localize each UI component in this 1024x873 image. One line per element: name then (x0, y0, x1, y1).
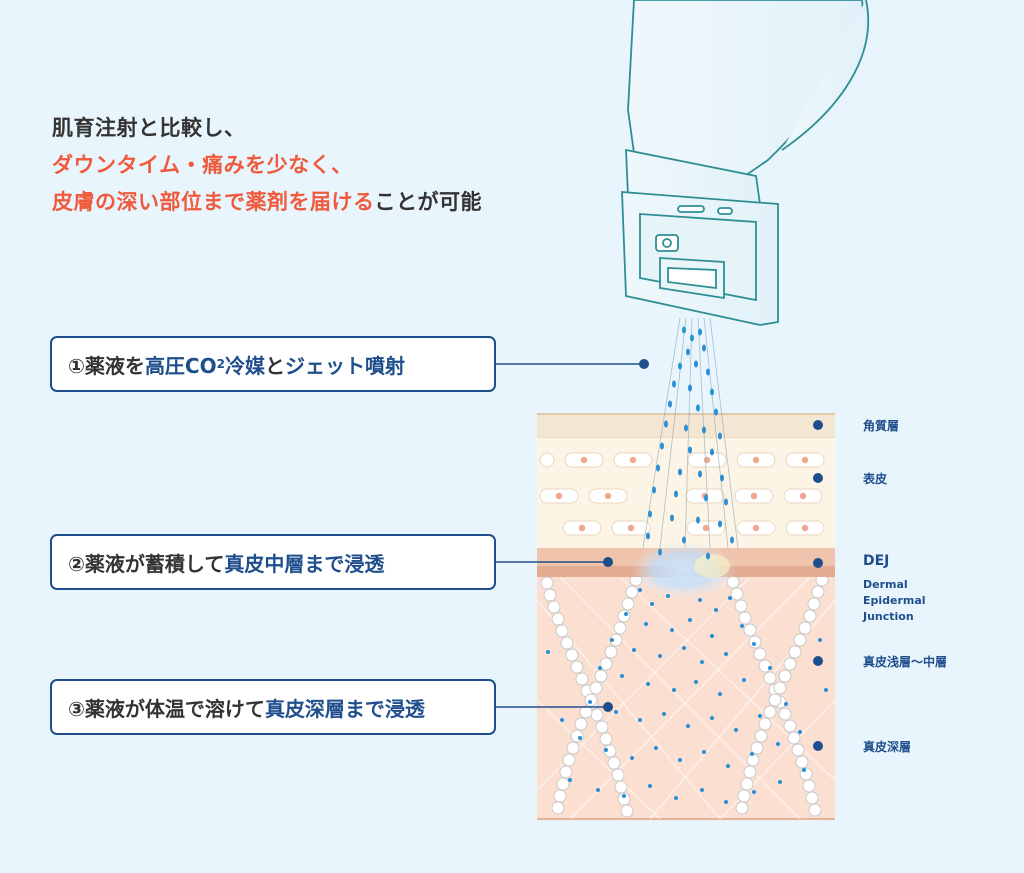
callout-step3: ③薬液が体温で溶けて真皮深層まで浸透 (50, 679, 496, 735)
callout-step1-highlight: 高圧CO (144, 353, 217, 378)
callout-step3-prefix: ③薬液が体温で溶けて (68, 696, 265, 721)
dermis-fibers (537, 577, 835, 819)
epidermis-cells (539, 452, 825, 536)
connectors (496, 359, 823, 751)
label-dej-line1: Dermal (863, 578, 908, 591)
callout-step2: ②薬液が蓄積して真皮中層まで浸透 (50, 534, 496, 590)
label-dej-line2: Epidermal (863, 594, 926, 607)
callout-step2-prefix: ②薬液が蓄積して (68, 551, 225, 576)
label-dej-line3: Junction (863, 610, 914, 623)
label-stratum-corneum: 角質層 (863, 419, 900, 433)
headline-line3: 皮膚の深い部位まで薬剤を届けることが可能 (52, 184, 482, 221)
callout-step1-highlight3: ジェット噴射 (284, 353, 405, 378)
callout-step2-highlight: 真皮中層まで浸透 (224, 551, 385, 576)
callout-step1-subscript: 2 (216, 357, 225, 371)
label-dej-full: Dermal Epidermal Junction (863, 577, 926, 625)
callout-step1-highlight2: 冷媒 (224, 353, 265, 378)
label-dermis-deep: 真皮深層 (863, 740, 912, 754)
callout-step3-highlight: 真皮深層まで浸透 (264, 696, 425, 721)
callout-step1-middle: と (264, 353, 285, 378)
headline-line3-rest: ことが可能 (374, 190, 482, 214)
label-dermis-mid: 真皮浅層〜中層 (863, 655, 948, 669)
skin-layers (537, 413, 835, 820)
headline: 肌育注射と比較し、 ダウンタイム・痛みを少なく、 皮膚の深い部位まで薬剤を届ける… (52, 110, 482, 221)
callout-step1-prefix: ①薬液を (68, 353, 145, 378)
drug-droplets (546, 326, 828, 804)
headline-line3-highlight: 皮膚の深い部位まで薬剤を届ける (52, 190, 375, 214)
label-dej: DEJ (863, 553, 890, 569)
injector-device (621, 0, 870, 326)
headline-line2: ダウンタイム・痛みを少なく、 (52, 153, 353, 177)
label-epidermis: 表皮 (863, 472, 888, 486)
collagen-chains (540, 577, 829, 818)
headline-line1: 肌育注射と比較し、 (52, 116, 246, 140)
